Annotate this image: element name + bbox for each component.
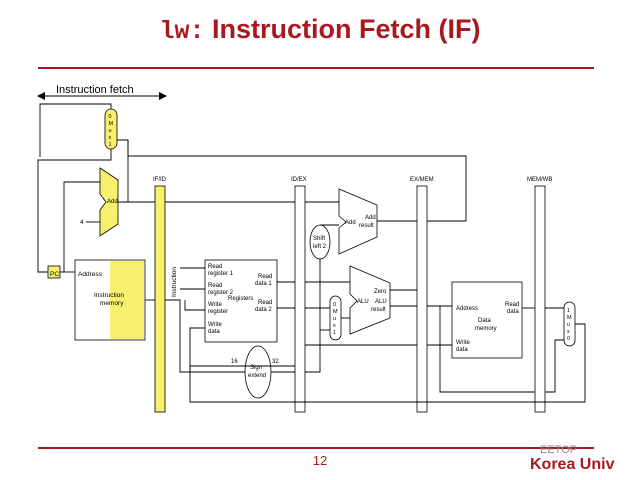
rf-name: Registers (228, 296, 253, 302)
rf-rr2-b: register 2 (208, 290, 234, 296)
instruction-memory-fill (110, 261, 144, 339)
ex-mux-t1: M (333, 309, 338, 315)
ex-add-result-b: result (359, 223, 374, 229)
reg-label-ex-mem: EX/MEM (410, 177, 434, 183)
bits-out: 32 (272, 359, 279, 365)
rf-rd1-a: Read (258, 274, 272, 280)
dmem-write-b: data (456, 347, 468, 353)
ex-mux-t0: 0 (333, 302, 336, 308)
dmem-address: Address (456, 306, 478, 312)
register-file (204, 259, 278, 343)
alu-zero: Zero (374, 289, 387, 295)
rf-rr1-b: register 1 (208, 271, 234, 277)
if-mux-t4: 1 (109, 142, 112, 148)
rf-wd-a: Write (208, 322, 223, 328)
rf-rd1-b: data 1 (255, 281, 272, 287)
reg-label-if-id: IF/ID (153, 177, 167, 183)
shift-b: left 2 (313, 244, 327, 250)
stage-label: Instruction fetch (56, 84, 134, 96)
rf-rr2-a: Read (208, 283, 222, 289)
ex-mem-register (416, 185, 428, 413)
shift-a: Shift (313, 236, 325, 242)
ex-add-label: Add (345, 220, 356, 226)
wb-mux-t1: M (567, 315, 572, 321)
if-adder (99, 167, 119, 237)
pc-label: PC (50, 271, 59, 278)
datapath-wires (37, 103, 586, 403)
brand-logo: Korea Univ (530, 456, 615, 473)
top-rule (38, 67, 594, 69)
shift-left-2 (309, 224, 331, 260)
mem-wb-register (534, 185, 546, 413)
dmem-write-a: Write (456, 340, 471, 346)
id-ex-register (294, 185, 306, 413)
if-mux-t1: M (109, 121, 114, 127)
wb-mux-t2: u (567, 322, 570, 328)
bottom-rule (38, 447, 594, 449)
rf-rd2-a: Read (258, 300, 272, 306)
watermark: EETOP (540, 444, 578, 456)
rf-wr-a: Write (208, 302, 223, 308)
alu-label: ALU (357, 299, 369, 305)
dmem-label-a: Data (478, 318, 491, 324)
wb-mux-t4: 0 (567, 336, 570, 342)
imem-label-0: Instruction (94, 292, 124, 299)
rf-rr1-a: Read (208, 264, 222, 270)
reg-label-id-ex: ID/EX (291, 177, 307, 183)
rf-wd-b: data (208, 329, 220, 335)
instruction-bus-label: Instruction (171, 267, 178, 297)
wb-mux-t0: 1 (567, 308, 570, 314)
imem-address: Address (78, 271, 103, 278)
alu (349, 265, 391, 335)
rf-rd2-b: data 2 (255, 307, 272, 313)
title-text: Instruction Fetch (IF) (212, 14, 481, 44)
sign-extend (244, 345, 272, 399)
dmem-read-b: data (507, 309, 519, 315)
page-number: 12 (312, 453, 328, 468)
title-code: lw: (159, 17, 205, 46)
if-id-register (154, 185, 166, 413)
const-4: 4 (80, 219, 84, 226)
slide-title: lw: Instruction Fetch (IF) (0, 14, 640, 46)
sign-extend-a: Sign (250, 365, 262, 371)
rf-wr-b: register (208, 309, 228, 315)
dmem-read-a: Read (505, 302, 519, 308)
if-mux-t0: 0 (109, 114, 112, 120)
data-memory (451, 281, 523, 359)
ex-mux-t3: x (333, 323, 336, 329)
reg-label-mem-wb: MEM/WB (527, 177, 552, 183)
ex-adder (338, 188, 378, 255)
dmem-label-b: memory (475, 326, 497, 332)
bits-in: 16 (231, 359, 238, 365)
if-mux-t2: u (109, 128, 112, 134)
sign-extend-b: extend (248, 373, 266, 379)
if-adder-label: Add (107, 199, 118, 205)
imem-label-1: memory (100, 300, 124, 307)
ex-add-result-a: Add (365, 215, 376, 221)
ex-mux-t2: u (333, 316, 336, 322)
wb-mux-t3: x (567, 329, 570, 335)
if-mux-t3: x (109, 135, 112, 141)
ex-mux-t4: 1 (333, 330, 336, 336)
alu-result-a: ALU (375, 299, 387, 305)
alu-result-b: result (371, 307, 386, 313)
